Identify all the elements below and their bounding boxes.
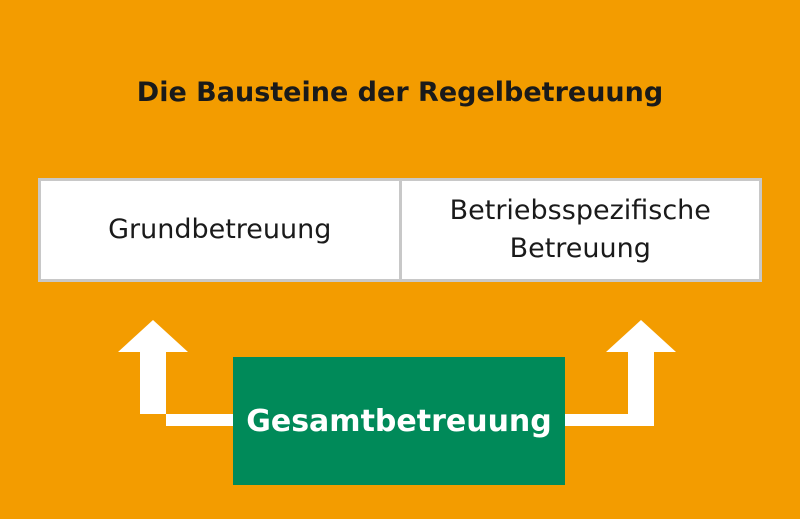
diagram-title: Die Bausteine der Regelbetreuung — [136, 77, 664, 108]
block-betriebsspezifische-betreuung: Betriebsspezifische Betreuung — [401, 181, 759, 279]
arrow-right-icon — [565, 320, 676, 426]
block-grundbetreuung: Grundbetreuung — [41, 181, 399, 279]
arrow-left-icon — [118, 320, 233, 426]
building-blocks-row: Grundbetreuung Betriebsspezifische Betre… — [38, 178, 762, 282]
total-box-gesamtbetreuung: Gesamtbetreuung — [233, 357, 565, 485]
